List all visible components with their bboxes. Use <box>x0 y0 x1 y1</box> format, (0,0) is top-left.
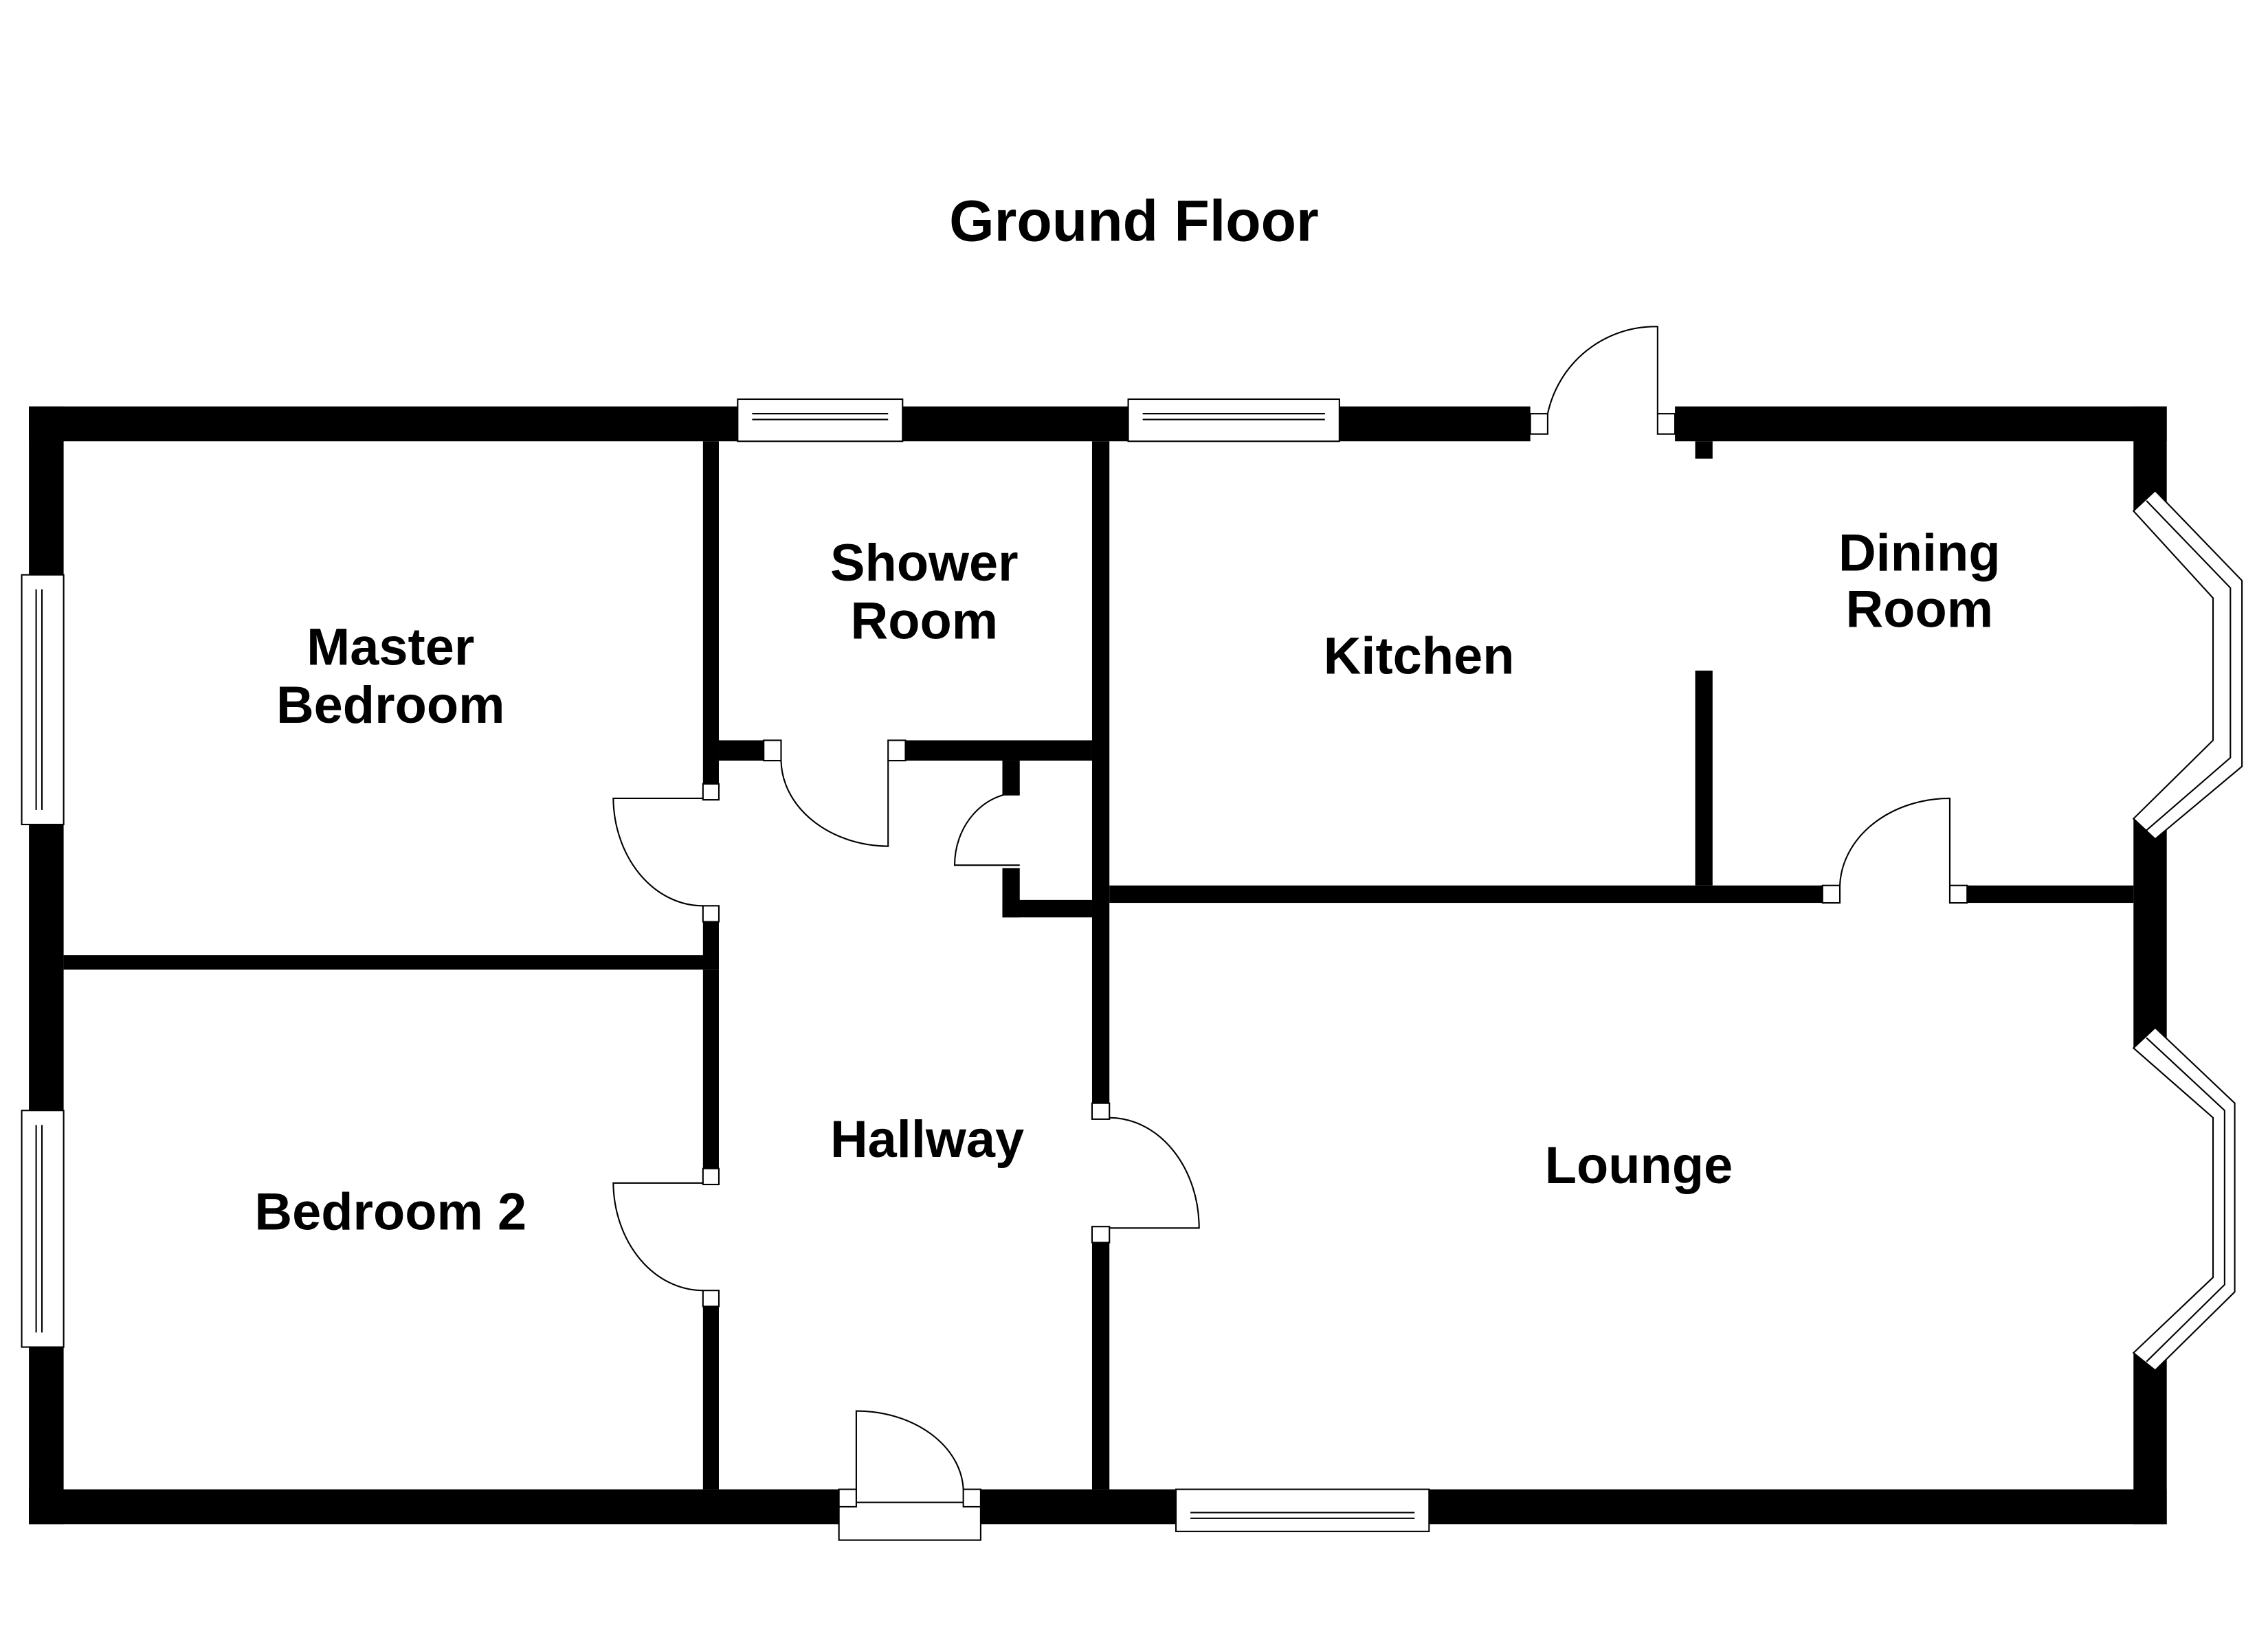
label-dining-room-2: Room <box>1845 581 1993 639</box>
label-kitchen: Kitchen <box>1324 627 1515 685</box>
label-shower-room-2: Room <box>851 592 999 650</box>
label-master-bedroom-1: Master <box>307 618 474 676</box>
walls <box>29 406 2167 1525</box>
label-dining-room-1: Dining <box>1838 524 2001 582</box>
doors <box>612 326 1968 1541</box>
label-master-bedroom-2: Bedroom <box>276 676 505 734</box>
room-labels: Master Bedroom Shower Room Kitchen Dinin… <box>254 524 2000 1241</box>
floor-title: Ground Floor <box>949 189 1319 254</box>
windows <box>21 398 2243 1532</box>
label-hallway: Hallway <box>830 1110 1024 1169</box>
label-lounge: Lounge <box>1545 1136 1733 1195</box>
label-bedroom-2: Bedroom 2 <box>254 1182 526 1241</box>
label-shower-room-1: Shower <box>830 534 1019 592</box>
